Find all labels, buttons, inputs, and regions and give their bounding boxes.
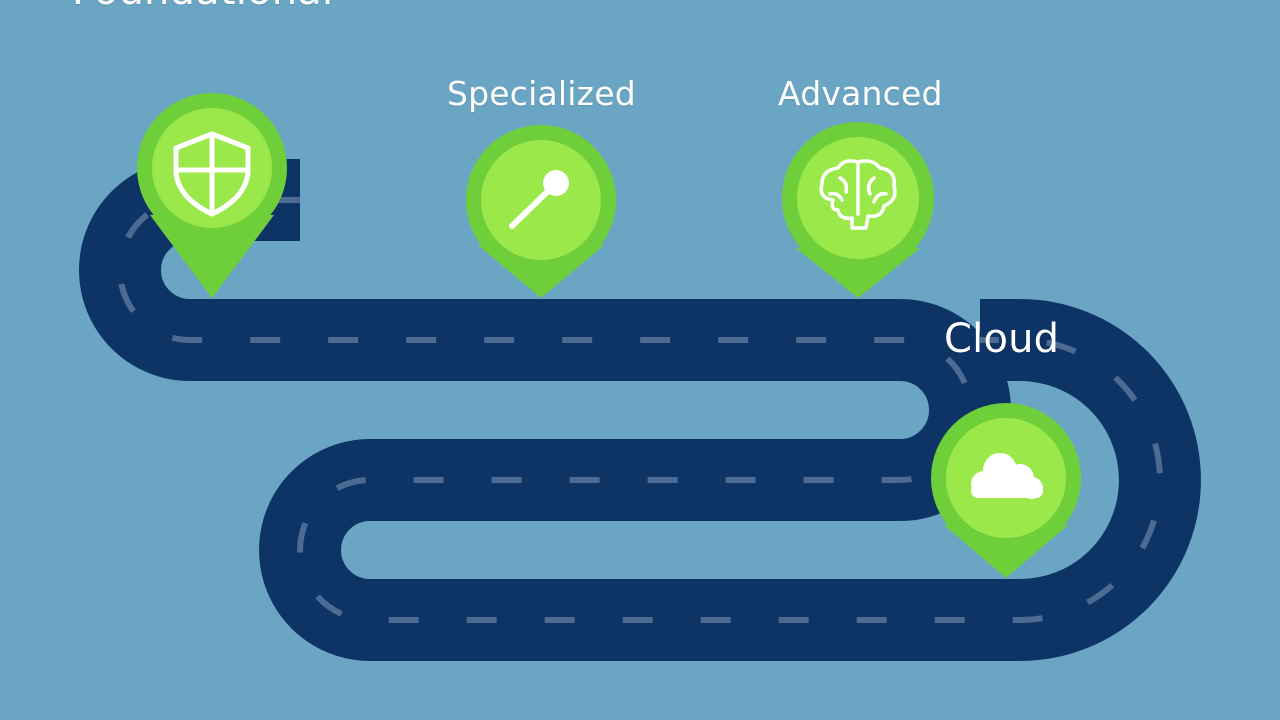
stage-label-foundational: Foundational	[72, 0, 333, 14]
stage-label-advanced: Advanced	[778, 74, 943, 113]
pin-foundational	[137, 93, 287, 298]
brain-icon	[819, 159, 897, 230]
pin-advanced	[782, 122, 934, 298]
road-center-dashes	[117, 197, 1163, 623]
pin-cloud	[931, 403, 1081, 578]
cloud-icon	[971, 453, 1043, 499]
stage-label-specialized: Specialized	[447, 74, 636, 113]
road	[79, 159, 1201, 661]
pin-specialized	[466, 125, 616, 298]
stage-label-cloud: Cloud	[944, 316, 1060, 362]
key-icon	[509, 170, 569, 229]
shield-icon	[173, 131, 251, 217]
